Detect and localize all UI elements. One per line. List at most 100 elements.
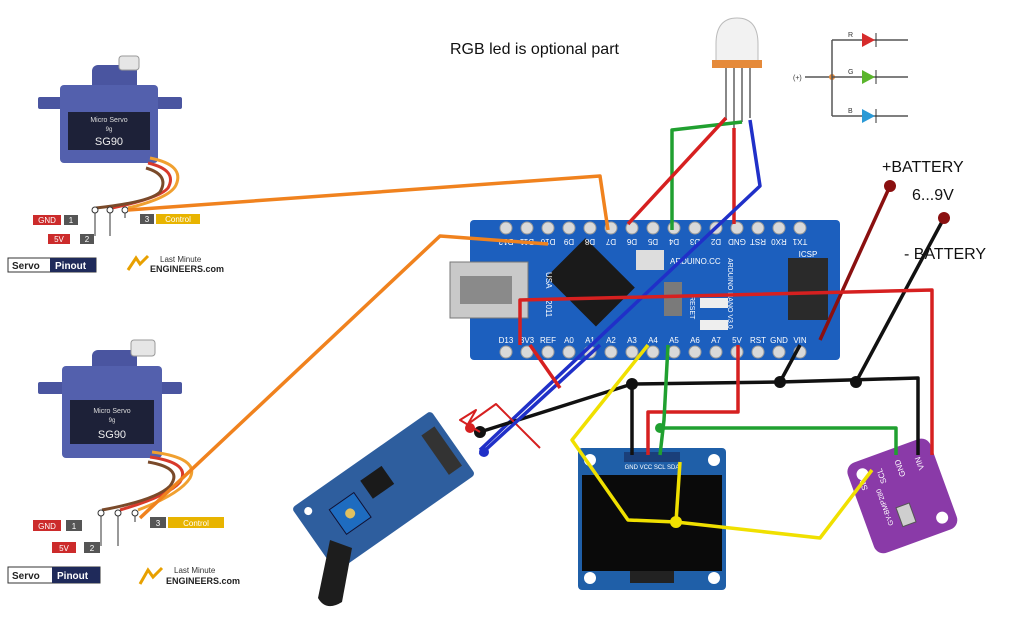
servo-2-brand-logo: [138, 566, 164, 585]
battery-voltage-label: 6...9V: [912, 187, 954, 204]
arduino-pin-bottom_pins-7: [646, 345, 660, 359]
servo-2-pin-2: [114, 509, 122, 517]
arduino-crystal: [636, 250, 664, 270]
rgb-schematic-g: G: [848, 69, 853, 76]
arduino-year-label: 2011: [544, 300, 553, 318]
servo-2-pinout-b: Pinout: [57, 571, 89, 582]
wire-scl-bmp: [660, 426, 898, 455]
sensor-header: [421, 426, 463, 475]
arduino-icsp-label: ICSP: [799, 250, 818, 259]
arduino-usb-inner: [460, 276, 512, 304]
arduino-pin-top_pins-12: [751, 221, 765, 235]
arduino-pin-label-bottom_pins-3: A0: [564, 336, 574, 345]
servo-1-num2: 2: [85, 235, 90, 244]
arduino-pin-label-bottom_pins-4: A1: [585, 336, 595, 345]
arduino-pin-label-bottom_pins-14: VIN: [793, 336, 807, 345]
battery-minus-terminal: [938, 212, 950, 224]
servo-1-pinout-a: Servo: [12, 261, 40, 272]
arduino-pin-top_pins-4: [583, 221, 597, 235]
bmp280-hole-2: [936, 511, 949, 524]
servo-1-ctrl-label: Control: [165, 215, 191, 224]
wire-ground-bus: [778, 344, 920, 455]
arduino-pin-top_pins-8: [667, 221, 681, 235]
arduino-pin-label-top_pins-12: RST: [750, 237, 766, 246]
rgb-schematic-r-diode: [862, 33, 875, 47]
servo-2-pin-3: [131, 509, 139, 517]
oled-pin-header: [624, 452, 680, 462]
arduino-site-label: ARDUINO.CC: [670, 257, 721, 266]
rgb-led-schematic: (+) R G B: [793, 32, 908, 123]
servo-1-5v-badge: [48, 234, 70, 244]
rgb-led-dome: [715, 17, 759, 63]
arduino-led-2: [700, 320, 728, 330]
arduino-pin-label-bottom_pins-11: 5V: [732, 336, 742, 345]
servo-1-pinout-b: Pinout: [55, 261, 87, 272]
servo-2-label: [70, 400, 154, 444]
servo-2-pinout-b-bg: [52, 567, 100, 583]
sensor-signal-pin: [479, 447, 489, 457]
servo-1: Micro Servo 9g SG90 GND 1 5V 2 3 Control…: [7, 55, 224, 274]
servo-1-gnd-badge: [33, 215, 61, 225]
wire-battery-minus: [854, 217, 946, 383]
arduino-pin-label-top_pins-3: D9: [563, 237, 574, 246]
arduino-pin-top_pins-9: [688, 221, 702, 235]
sda-junction: [670, 516, 682, 528]
sensor-probe: [318, 540, 352, 607]
arduino-pin-label-bottom_pins-0: D13: [499, 336, 514, 345]
sensor-chip: [360, 465, 395, 499]
arduino-pin-label-bottom_pins-12: RST: [750, 336, 766, 345]
servo-2-model: SG90: [98, 429, 126, 441]
arduino-reset-button[interactable]: [664, 282, 682, 316]
arduino-pin-bottom_pins-6: [625, 345, 639, 359]
oled-hole-4: [708, 572, 720, 584]
arduino-pin-top_pins-13: [772, 221, 786, 235]
oled-screen: [582, 475, 722, 571]
rgb-schematic-plus: (+): [793, 75, 802, 82]
arduino-pin-label-top_pins-8: D4: [668, 237, 679, 246]
arduino-pin-bottom_pins-10: [709, 345, 723, 359]
sensor-board: [293, 412, 474, 571]
arduino-pin-bottom_pins-9: [688, 345, 702, 359]
oled-display: GND VCC SCL SDA: [578, 448, 726, 590]
sensor-pot-screw: [345, 508, 356, 519]
arduino-pin-top_pins-14: [793, 221, 807, 235]
arduino-pin-label-bottom_pins-10: A7: [711, 336, 721, 345]
wire-5v-sensor: [459, 403, 541, 449]
servo-1-pin-2: [106, 206, 114, 214]
servo-1-pin-1: [91, 206, 99, 214]
battery-plus-terminal: [884, 180, 896, 192]
bmp280-module: SDA SCL GND VIN GY-BMP280: [847, 438, 958, 554]
servo-1-5v-label: 5V: [54, 235, 64, 244]
servo-2-num1-badge: [66, 520, 82, 531]
arduino-pin-label-top_pins-6: D6: [626, 237, 637, 246]
servo-1-brand-b: ENGINEERS.com: [150, 264, 224, 274]
servo-1-pinout-b-bg: [50, 258, 96, 272]
ground-junction-1: [626, 378, 638, 390]
servo-2-5v-label: 5V: [59, 544, 69, 553]
arduino-pin-bottom_pins-5: [604, 345, 618, 359]
wire-sda-bmp: [675, 468, 874, 540]
arduino-pin-bottom_pins-2: [541, 345, 555, 359]
servo-1-shaft: [118, 55, 140, 71]
servo-1-num1-badge: [64, 215, 78, 225]
rgb-schematic-b: B: [848, 108, 853, 115]
arduino-pin-label-top_pins-7: D5: [647, 237, 658, 246]
arduino-pin-label-top_pins-9: D3: [689, 237, 700, 246]
servo-1-brand-logo: [126, 254, 150, 271]
wire-scl-oled: [658, 344, 670, 456]
servo-1-wire-orange: [127, 156, 180, 210]
wire-5v-bmp: [518, 288, 934, 455]
oled-ribbon: [630, 571, 674, 583]
arduino-pin-label-top_pins-11: GND: [728, 237, 746, 246]
servo-2-num2: 2: [90, 544, 95, 553]
arduino-pin-label-top_pins-14: TX1: [792, 237, 807, 246]
servo-1-pin-3: [121, 206, 129, 214]
arduino-board: [470, 220, 840, 360]
arduino-pin-bottom_pins-8: [667, 345, 681, 359]
arduino-pin-label-bottom_pins-2: REF: [540, 336, 556, 345]
servo-2-num3: 3: [156, 519, 161, 528]
arduino-pin-top_pins-1: [520, 221, 534, 235]
rgb-led: [712, 17, 762, 128]
servo-1-num2-badge: [80, 234, 94, 244]
